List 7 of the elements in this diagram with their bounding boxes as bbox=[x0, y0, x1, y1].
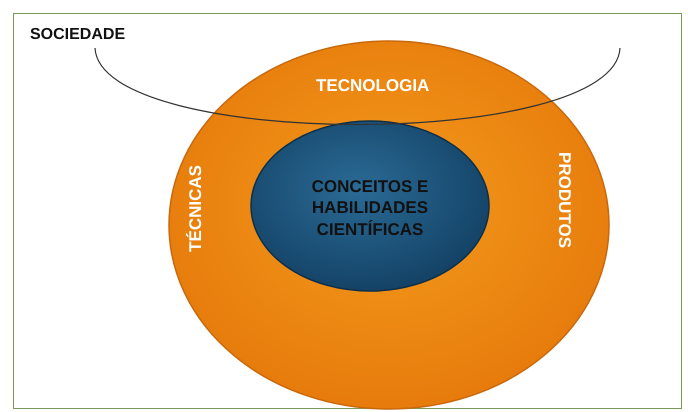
technology-ellipse bbox=[168, 40, 610, 410]
ellipse-label: CONCEITOS E HABILIDADES CIENTÍFICAS bbox=[310, 176, 430, 240]
ellipse-label: PRODUTOS bbox=[554, 152, 574, 248]
ellipse-label: TECNOLOGIA bbox=[316, 76, 430, 96]
science-ellipse bbox=[250, 120, 490, 292]
ellipse-label: TÉCNICAS bbox=[186, 165, 206, 252]
society-label: SOCIEDADE bbox=[30, 26, 126, 44]
